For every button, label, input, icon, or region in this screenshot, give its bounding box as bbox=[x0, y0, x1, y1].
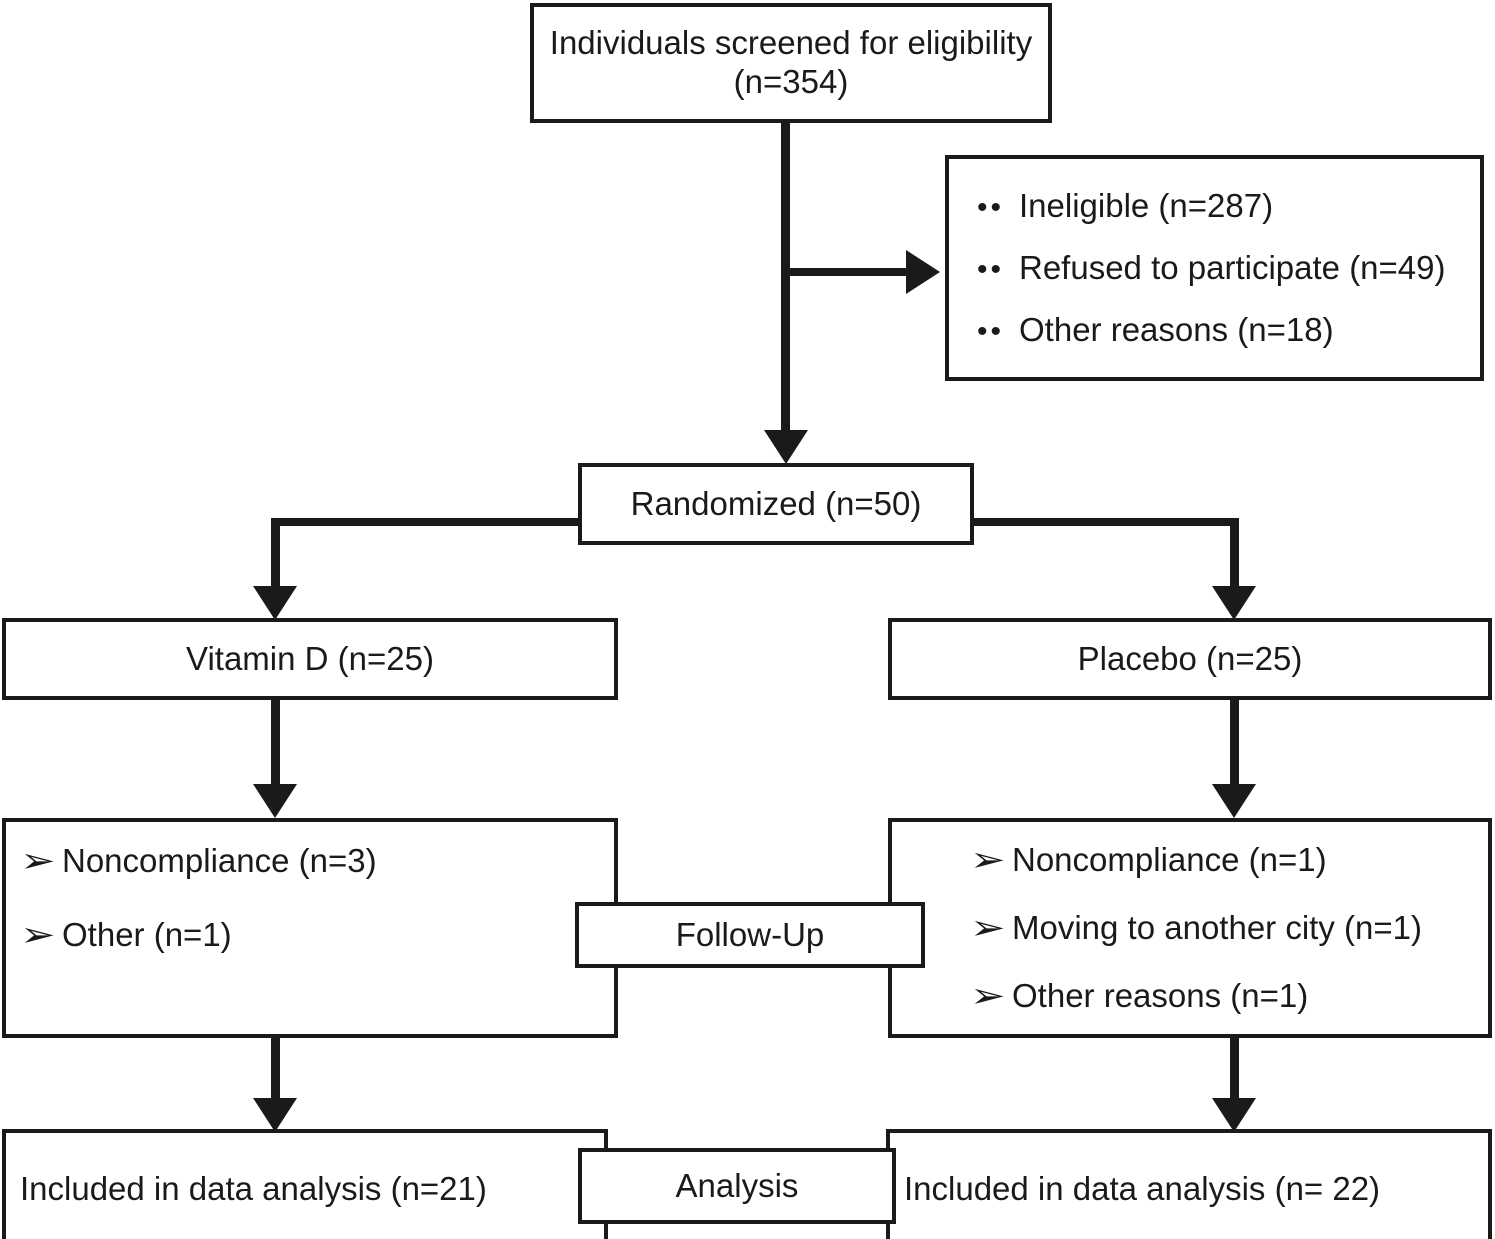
exclusion-label: Other reasons (n=18) bbox=[1019, 311, 1334, 348]
list-item: ➢ Moving to another city (n=1) bbox=[970, 911, 1488, 945]
arrowhead-bullet-icon: ➢ bbox=[20, 842, 56, 880]
arrowhead-bullet-icon: ➢ bbox=[970, 841, 1006, 879]
node-randomized: Randomized (n=50) bbox=[578, 463, 974, 545]
connector-left-drop bbox=[271, 518, 280, 610]
arrowhead-followup-analysis-left bbox=[253, 1098, 297, 1132]
arrowhead-vitamind-followup bbox=[253, 784, 297, 818]
connector-randomized-left bbox=[271, 518, 583, 526]
list-item: •• Other reasons (n=18) bbox=[977, 313, 1480, 347]
arrowhead-placebo-followup bbox=[1212, 784, 1256, 818]
list-item: •• Refused to participate (n=49) bbox=[977, 251, 1480, 285]
followup-right-list: ➢ Noncompliance (n=1) ➢ Moving to anothe… bbox=[970, 843, 1488, 1013]
list-item: ➢ Noncompliance (n=1) bbox=[970, 843, 1488, 877]
tier-label-follow-up: Follow-Up bbox=[575, 902, 925, 968]
node-arm-vitamin-d: Vitamin D (n=25) bbox=[2, 618, 618, 700]
node-arm-placebo: Placebo (n=25) bbox=[888, 618, 1492, 700]
arrowhead-bullet-icon: ➢ bbox=[970, 977, 1006, 1015]
connector-right-drop bbox=[1230, 518, 1239, 610]
analysis-left-label: Included in data analysis (n=21) bbox=[20, 1169, 487, 1207]
randomized-label: Randomized (n=50) bbox=[630, 484, 922, 522]
list-item: ➢ Other reasons (n=1) bbox=[970, 979, 1488, 1013]
list-item: ➢ Other (n=1) bbox=[20, 918, 614, 952]
arrowhead-bullet-icon: ➢ bbox=[970, 909, 1006, 947]
followup-left-label: Noncompliance (n=3) bbox=[62, 842, 377, 879]
analysis-right-label: Included in data analysis (n= 22) bbox=[904, 1169, 1381, 1207]
followup-left-label: Other (n=1) bbox=[62, 916, 232, 953]
arrowhead-to-vitamind bbox=[253, 586, 297, 620]
tier-label-analysis: Analysis bbox=[578, 1148, 896, 1224]
exclusion-label: Ineligible (n=287) bbox=[1019, 187, 1274, 224]
node-screened-for-eligibility: Individuals screened for eligibility (n=… bbox=[530, 3, 1052, 123]
node-analysis-vitamin-d: Included in data analysis (n=21) bbox=[2, 1129, 608, 1239]
arrowhead-to-placebo bbox=[1212, 586, 1256, 620]
connector-placebo-followup bbox=[1230, 700, 1239, 790]
arrowhead-to-randomized bbox=[764, 430, 808, 464]
connector-to-excluded bbox=[781, 268, 911, 276]
connector-followup-analysis-left bbox=[271, 1036, 280, 1106]
node-followup-losses-vitamin-d: ➢ Noncompliance (n=3) ➢ Other (n=1) bbox=[2, 818, 618, 1038]
followup-tier-label: Follow-Up bbox=[675, 915, 825, 953]
arm-right-label: Placebo (n=25) bbox=[1077, 639, 1303, 677]
arrowhead-to-excluded bbox=[906, 250, 940, 294]
arrowhead-bullet-icon: ➢ bbox=[20, 916, 56, 954]
exclusions-list: •• Ineligible (n=287) •• Refused to part… bbox=[977, 189, 1480, 347]
node-followup-losses-placebo: ➢ Noncompliance (n=1) ➢ Moving to anothe… bbox=[888, 818, 1492, 1038]
screened-line2: (n=354) bbox=[733, 63, 849, 100]
node-analysis-placebo: Included in data analysis (n= 22) bbox=[886, 1129, 1492, 1239]
list-item: •• Ineligible (n=287) bbox=[977, 189, 1480, 223]
double-dot-bullet-icon: •• bbox=[977, 315, 1005, 348]
exclusion-label: Refused to participate (n=49) bbox=[1019, 249, 1446, 286]
connector-randomized-right bbox=[968, 518, 1239, 526]
connector-screened-trunk bbox=[781, 122, 790, 442]
connector-vitamind-followup bbox=[271, 700, 280, 790]
arrowhead-followup-analysis-right bbox=[1212, 1098, 1256, 1132]
node-exclusions: •• Ineligible (n=287) •• Refused to part… bbox=[945, 155, 1484, 381]
followup-left-list: ➢ Noncompliance (n=3) ➢ Other (n=1) bbox=[20, 844, 614, 952]
followup-right-label: Noncompliance (n=1) bbox=[1012, 841, 1327, 878]
list-item: ➢ Noncompliance (n=3) bbox=[20, 844, 614, 878]
followup-right-label: Moving to another city (n=1) bbox=[1012, 909, 1422, 946]
arm-left-label: Vitamin D (n=25) bbox=[186, 639, 434, 677]
connector-followup-analysis-right bbox=[1230, 1036, 1239, 1106]
screened-line1: Individuals screened for eligibility bbox=[549, 24, 1033, 62]
double-dot-bullet-icon: •• bbox=[977, 191, 1005, 224]
analysis-tier-label: Analysis bbox=[675, 1166, 799, 1204]
followup-right-label: Other reasons (n=1) bbox=[1012, 977, 1309, 1014]
double-dot-bullet-icon: •• bbox=[977, 253, 1005, 286]
